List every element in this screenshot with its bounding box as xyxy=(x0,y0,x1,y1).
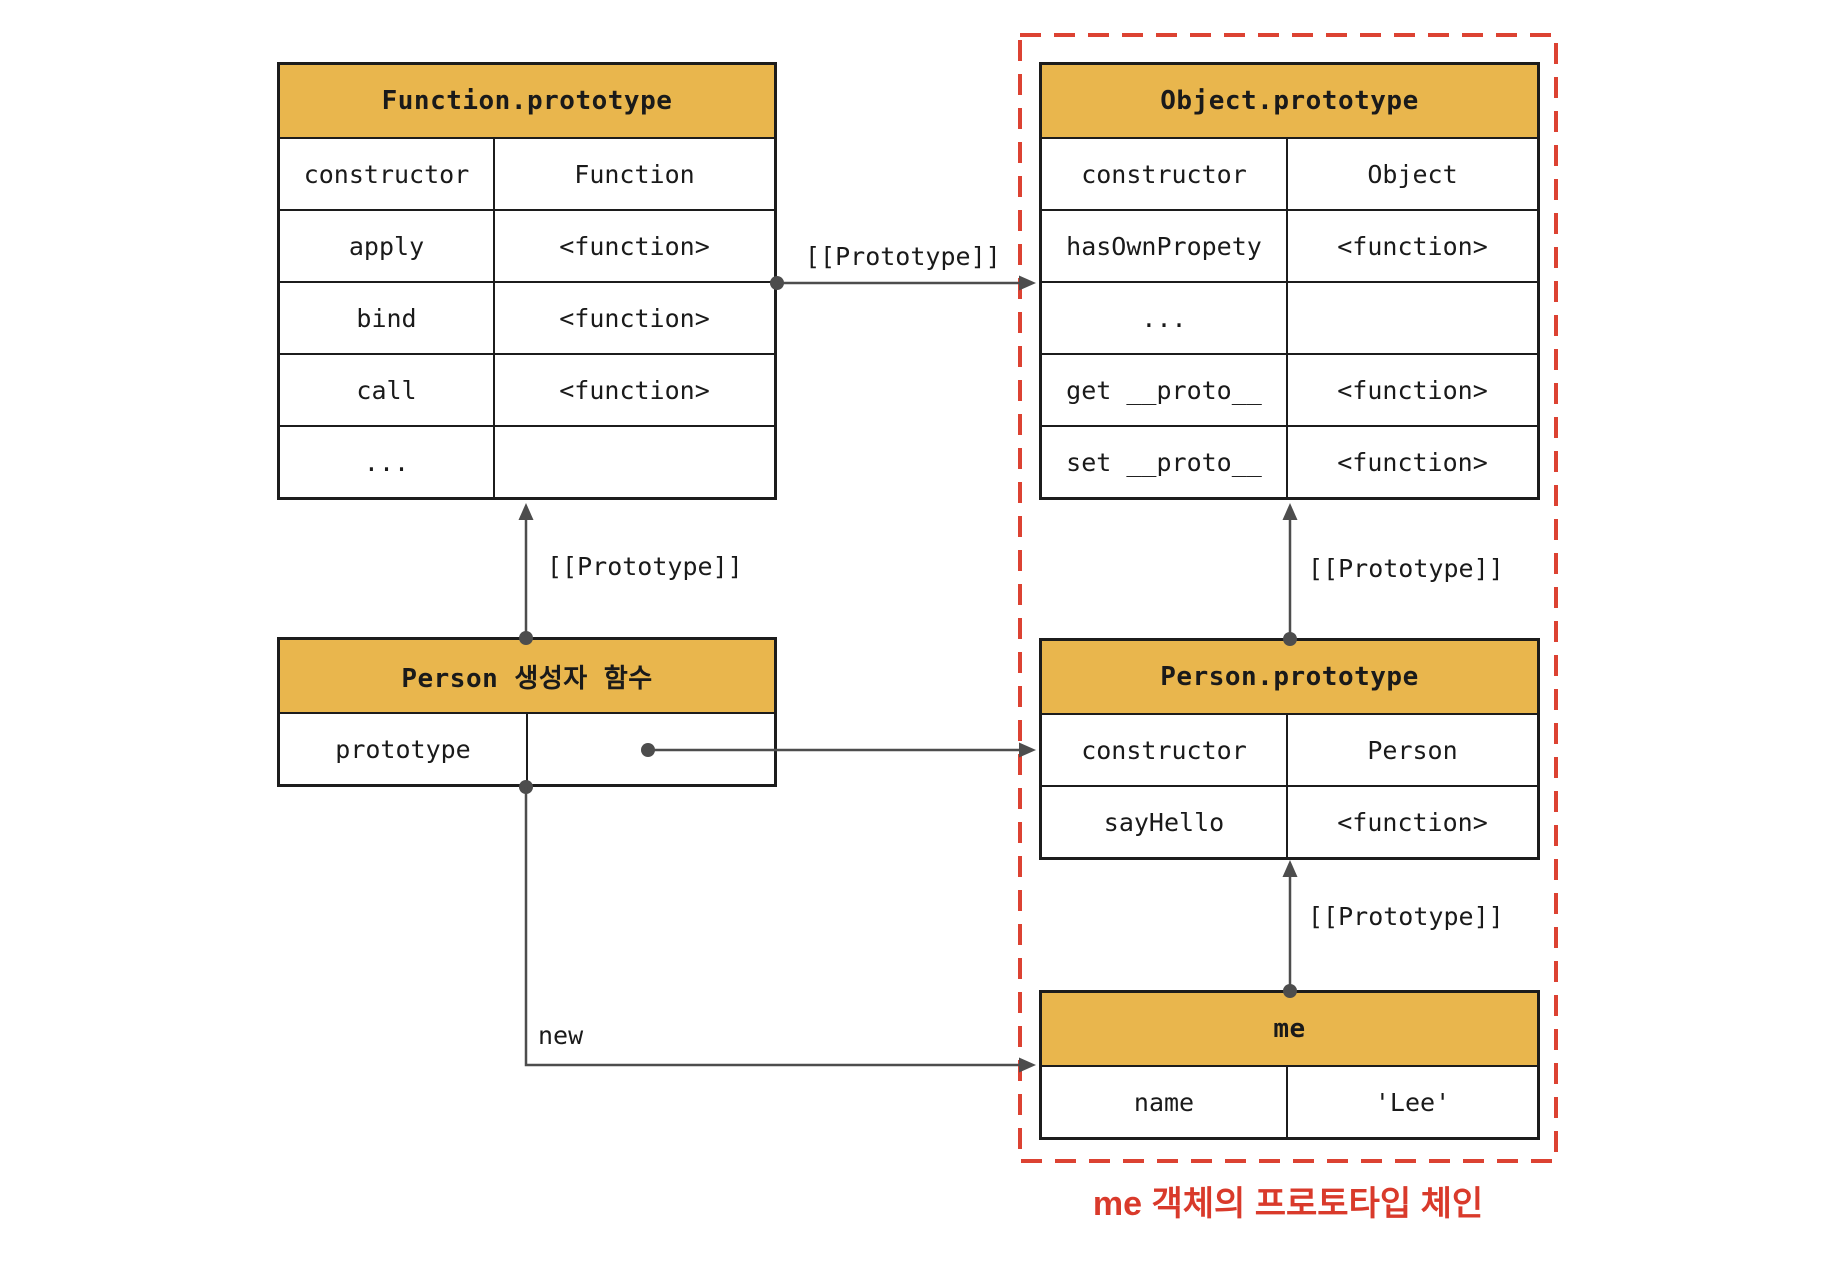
property-key: ... xyxy=(280,427,495,497)
new-operator-label: new xyxy=(538,1021,584,1050)
property-key: set __proto__ xyxy=(1042,427,1288,497)
property-value: Function xyxy=(574,159,695,189)
table-object-prototype: Object.prototype constructor Object hasO… xyxy=(1039,62,1540,500)
table-row: constructor Person xyxy=(1042,715,1537,787)
prototype-link-label-top: [[Prototype]] xyxy=(805,242,1001,271)
table-row: get __proto__ <function> xyxy=(1042,355,1537,427)
property-value xyxy=(528,714,774,784)
chain-caption: me 객체의 프로토타입 체인 xyxy=(1092,1185,1484,1223)
property-key: prototype xyxy=(280,714,528,784)
property-value xyxy=(495,427,774,497)
property-value: <function> xyxy=(559,375,710,405)
table-row: hasOwnPropety <function> xyxy=(1042,211,1537,283)
property-key: call xyxy=(280,355,495,425)
prototype-link-label-right-bottom: [[Prototype]] xyxy=(1308,902,1504,931)
property-value: <function> xyxy=(1337,231,1488,261)
arrow-head-icon xyxy=(1019,742,1036,758)
table-title: Function.prototype xyxy=(280,65,774,139)
property-key: bind xyxy=(280,283,495,353)
table-row: sayHello <function> xyxy=(1042,787,1537,857)
table-title: Person.prototype xyxy=(1042,641,1537,715)
table-row: bind <function> xyxy=(280,283,774,355)
prototype-arrow-me-to-person-prototype xyxy=(1282,860,1298,998)
arrow-head-icon xyxy=(1282,503,1298,520)
table-row: call <function> xyxy=(280,355,774,427)
table-row: constructor Object xyxy=(1042,139,1537,211)
property-key: get __proto__ xyxy=(1042,355,1288,425)
table-me-object: me name 'Lee' xyxy=(1039,990,1540,1140)
table-function-prototype: Function.prototype constructor Function … xyxy=(277,62,777,500)
table-person-constructor: Person 생성자 함수 prototype xyxy=(277,637,777,787)
arrow-head-icon xyxy=(1282,860,1298,877)
property-key: hasOwnPropety xyxy=(1042,211,1288,281)
property-key: constructor xyxy=(1042,139,1288,209)
property-key: apply xyxy=(280,211,495,281)
property-key: constructor xyxy=(280,139,495,209)
arrow-head-icon xyxy=(1019,1057,1036,1073)
table-row: set __proto__ <function> xyxy=(1042,427,1537,497)
table-title: me xyxy=(1042,993,1537,1067)
property-value: <function> xyxy=(559,231,710,261)
arrow-head-icon xyxy=(518,503,534,520)
table-row: prototype xyxy=(280,714,774,784)
property-key: constructor xyxy=(1042,715,1288,785)
property-value: 'Lee' xyxy=(1374,1087,1451,1117)
prototype-link-label-left: [[Prototype]] xyxy=(547,552,743,581)
prototype-arrow-person-prototype-to-object-prototype xyxy=(1282,503,1298,646)
table-row: ... xyxy=(1042,283,1537,355)
prototype-arrow-person-to-function-prototype xyxy=(518,503,534,645)
table-row: apply <function> xyxy=(280,211,774,283)
arrow-line xyxy=(524,787,1022,1067)
table-person-prototype: Person.prototype constructor Person sayH… xyxy=(1039,638,1540,860)
prototype-arrow-function-to-object xyxy=(770,275,1036,291)
property-value: Object xyxy=(1367,159,1458,189)
property-key: sayHello xyxy=(1042,787,1288,857)
property-value: Person xyxy=(1367,735,1458,765)
property-value: <function> xyxy=(1337,447,1488,477)
table-row: constructor Function xyxy=(280,139,774,211)
table-row: name 'Lee' xyxy=(1042,1067,1537,1137)
table-row: ... xyxy=(280,427,774,497)
new-operator-arrow xyxy=(519,780,1036,1073)
prototype-link-label-right-top: [[Prototype]] xyxy=(1308,554,1504,583)
table-title: Object.prototype xyxy=(1042,65,1537,139)
property-value: <function> xyxy=(1337,375,1488,405)
property-key: ... xyxy=(1042,283,1288,353)
table-title: Person 생성자 함수 xyxy=(280,640,774,714)
arrow-head-icon xyxy=(1019,275,1036,291)
property-value: <function> xyxy=(559,303,710,333)
property-key: name xyxy=(1042,1067,1288,1137)
property-value xyxy=(1288,283,1537,353)
property-value: <function> xyxy=(1337,807,1488,837)
